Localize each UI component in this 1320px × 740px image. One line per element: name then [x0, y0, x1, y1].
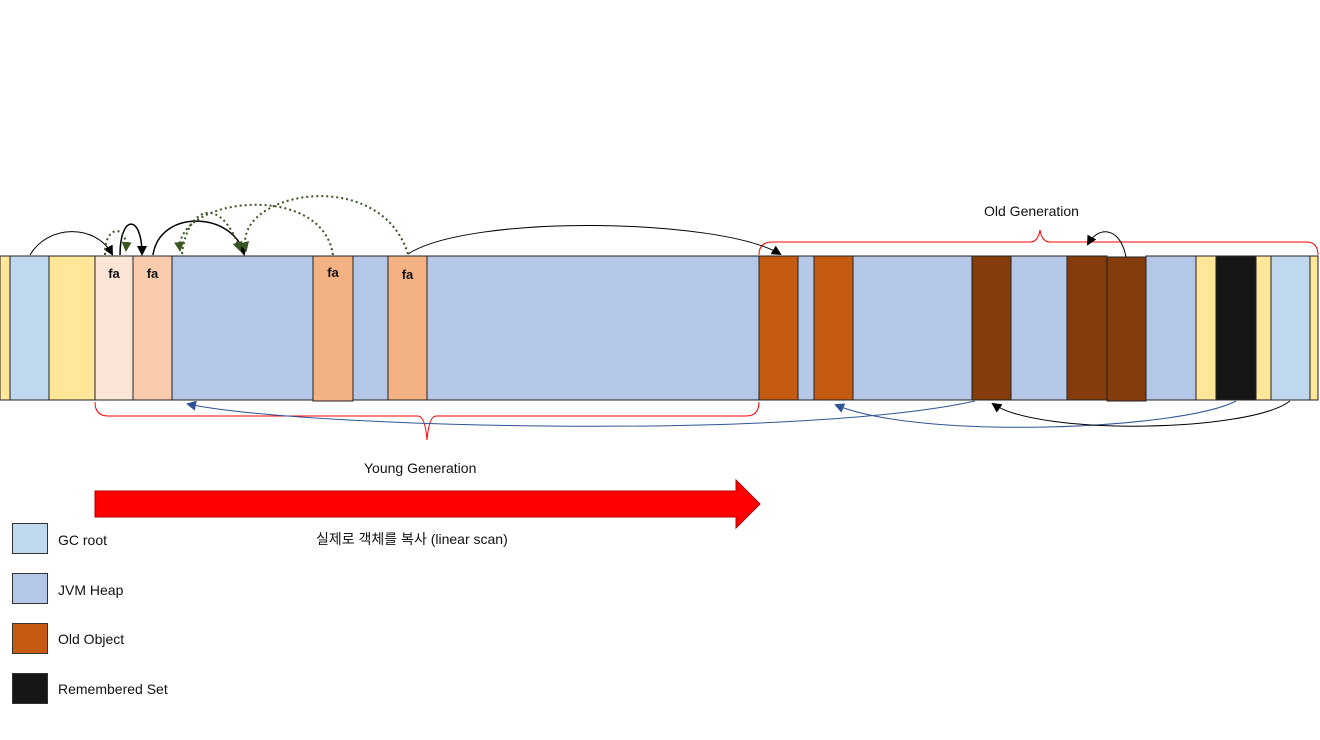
heap-segment-remembered-set [1215, 255, 1257, 401]
copy-caption: 실제로 객체를 복사 (linear scan) [316, 531, 508, 547]
heap-segment-yellow [48, 255, 96, 401]
forwarding-arrow [239, 195, 409, 255]
legend-label-gc-root: GC root [58, 532, 108, 548]
reference-arrow [991, 400, 1291, 427]
heap-segment-gc-root [9, 255, 50, 401]
heap-segment-jvm-heap [426, 255, 760, 401]
heap-segment-jvm-heap [1010, 255, 1068, 401]
heap-segment-jvm-heap [1145, 255, 1197, 401]
reference-arrow [186, 400, 976, 427]
young-generation-brace [94, 401, 760, 441]
heap-segment-jvm-heap [171, 255, 314, 401]
young-generation-label: Young Generation [364, 460, 477, 476]
forward-label: fa [327, 265, 339, 280]
legend-swatch-remembered-set [12, 673, 48, 704]
heap-segment-forward [312, 255, 354, 402]
heap-segment-forward [132, 255, 173, 401]
forwarding-arrow [174, 203, 334, 256]
heap-segment-forward [94, 255, 134, 401]
reference-arrows [29, 220, 1127, 258]
old-generation-brace [758, 229, 1319, 256]
forward-label: fa [108, 266, 120, 281]
legend-label-old-object: Old Object [58, 631, 125, 647]
reference-arrow [119, 223, 147, 256]
heap-segment-old-object [758, 255, 799, 401]
forwarding-arrows [103, 195, 409, 256]
legend-swatch-old-object [12, 623, 48, 654]
reference-arrow [29, 231, 113, 256]
forward-label: fa [146, 266, 159, 281]
reference-arrow [407, 225, 782, 256]
heap-segment-old-object-dark [1106, 256, 1147, 402]
reference-arrow [1087, 231, 1127, 258]
forwarding-arrow [181, 212, 243, 255]
legend-label-remembered-set: Remembered Set [58, 681, 168, 697]
heap-segment-old-object-dark [971, 255, 1012, 401]
heap-segment-gc-root [1270, 255, 1311, 401]
reference-arrow [834, 400, 1237, 428]
heap-segment-yellow [1195, 255, 1217, 401]
reference-arrow [152, 220, 247, 256]
heap-segment-yellow [0, 255, 11, 401]
old-generation-label: Old Generation [984, 203, 1079, 219]
bottom-reference-arrows [186, 400, 1291, 428]
heap-segment-jvm-heap [852, 255, 973, 401]
heap-segment-old-object [813, 255, 854, 401]
heap-segment-yellow [1255, 255, 1272, 401]
copy-direction-arrow [94, 478, 761, 530]
legend-label-jvm-heap: JVM Heap [58, 582, 124, 598]
heap-segment-jvm-heap [352, 255, 389, 401]
heap-segment-old-object-dark [1066, 255, 1108, 401]
legend-swatch-gc-root [12, 523, 48, 554]
heap-bar [0, 255, 1319, 402]
forward-label: fa [401, 267, 414, 282]
legend-swatch-jvm-heap [12, 573, 48, 604]
heap-segment-jvm-heap [797, 255, 815, 401]
forwarding-arrow [103, 230, 132, 256]
heap-segment-yellow [1309, 255, 1319, 401]
